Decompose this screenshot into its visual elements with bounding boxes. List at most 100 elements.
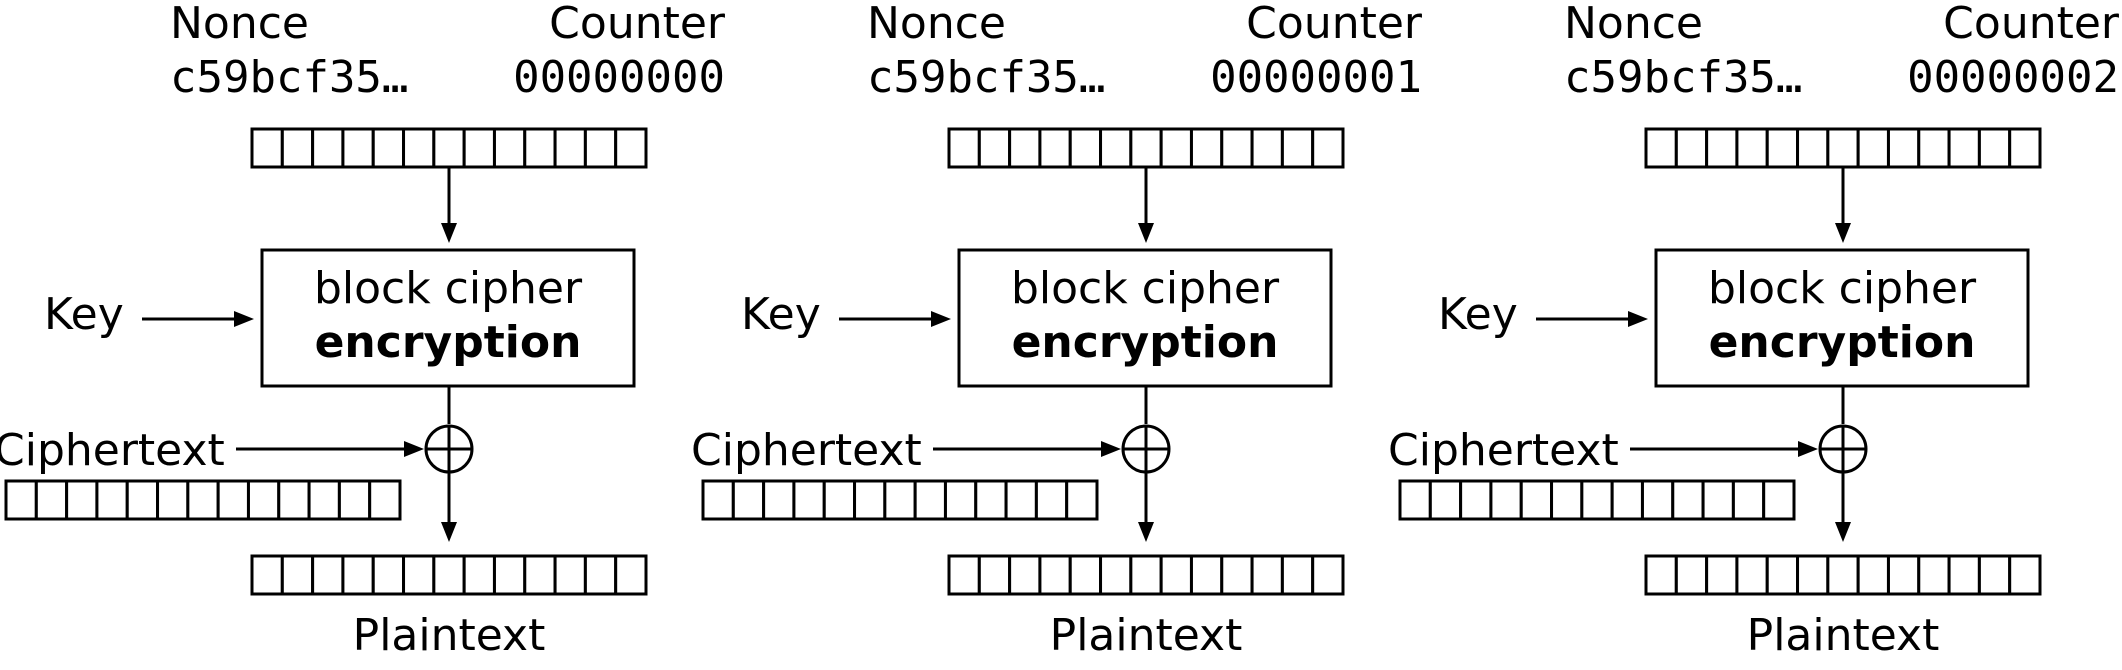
key-label: Key <box>44 289 124 340</box>
register-cell <box>1008 127 1042 169</box>
register-cell <box>277 479 311 521</box>
register-cell <box>1311 554 1345 596</box>
register-cell <box>1398 479 1432 521</box>
register-cell <box>4 479 38 521</box>
register-cell <box>1856 127 1890 169</box>
counter-label: Counter <box>1246 0 1423 49</box>
register-cell <box>341 127 375 169</box>
nonce-value: c59bcf35… <box>170 52 408 103</box>
register-cell <box>853 479 887 521</box>
key-label: Key <box>1438 289 1518 340</box>
register-cell <box>913 479 947 521</box>
register-cell <box>1796 554 1830 596</box>
plaintext-label: Plaintext <box>353 610 546 661</box>
register-cell <box>1947 127 1981 169</box>
register-cell <box>523 554 557 596</box>
register-cell <box>1765 554 1800 596</box>
key-label: Key <box>741 289 821 340</box>
nonce-label: Nonce <box>867 0 1006 49</box>
register-cell <box>402 127 436 169</box>
register-cell <box>1311 127 1345 169</box>
register-cell <box>1644 127 1678 169</box>
plaintext-label: Plaintext <box>1050 610 1243 661</box>
register-cell <box>1580 479 1614 521</box>
register-cell <box>1220 554 1254 596</box>
register-cell <box>614 127 648 169</box>
register-cell <box>311 127 345 169</box>
register-cell <box>1917 554 1951 596</box>
register-cell <box>731 479 766 521</box>
plaintext-register <box>250 554 648 596</box>
register-cell <box>1038 554 1072 596</box>
register-cell <box>125 479 160 521</box>
encryption-label: encryption <box>1709 317 1976 368</box>
ciphertext-register <box>4 479 402 521</box>
register-cell <box>1129 127 1163 169</box>
register-cell <box>462 554 496 596</box>
register-cell <box>553 554 587 596</box>
register-cell <box>1705 127 1739 169</box>
register-cell <box>1189 127 1224 169</box>
register-cell <box>1671 479 1705 521</box>
register-cell <box>1856 554 1890 596</box>
nonce-value: c59bcf35… <box>1564 52 1802 103</box>
nonce-counter-register <box>250 127 648 169</box>
register-cell <box>432 554 466 596</box>
register-cell <box>95 479 129 521</box>
ctr-stage: Nonce c59bcf35… Counter 00000001 block c… <box>691 0 1423 661</box>
arrowhead <box>1835 223 1851 243</box>
register-cell <box>250 127 284 169</box>
register-cell <box>583 554 618 596</box>
nonce-value: c59bcf35… <box>867 52 1105 103</box>
counter-value: 00000002 <box>1907 52 2119 103</box>
register-cell <box>1886 554 1921 596</box>
plaintext-arrowhead <box>441 522 457 542</box>
register-cell <box>280 554 315 596</box>
plaintext-register <box>1644 554 2042 596</box>
counter-label: Counter <box>549 0 726 49</box>
block-cipher-label: block cipher <box>1011 263 1280 314</box>
register-cell <box>65 479 99 521</box>
register-cell <box>822 479 857 521</box>
register-cell <box>311 554 345 596</box>
key-arrowhead <box>931 311 951 327</box>
register-cell <box>1489 479 1523 521</box>
register-cell <box>1159 127 1193 169</box>
register-cell <box>1640 479 1675 521</box>
register-cell <box>1550 479 1584 521</box>
plaintext-label: Plaintext <box>1747 610 1940 661</box>
register-cell <box>1519 479 1554 521</box>
register-cell <box>974 479 1008 521</box>
nonce-counter-register <box>947 127 1345 169</box>
register-cell <box>1610 479 1644 521</box>
register-cell <box>1099 127 1133 169</box>
register-cell <box>462 127 496 169</box>
register-cell <box>371 554 406 596</box>
register-cell <box>614 554 648 596</box>
ciphertext-arrowhead <box>1798 441 1818 457</box>
register-cell <box>1220 127 1254 169</box>
nonce-counter-register <box>1644 127 2042 169</box>
register-cell <box>368 479 402 521</box>
register-cell <box>1977 554 2012 596</box>
register-cell <box>1735 554 1769 596</box>
register-cell <box>307 479 341 521</box>
register-cell <box>583 127 618 169</box>
register-cell <box>341 554 375 596</box>
register-cell <box>1826 554 1860 596</box>
register-cell <box>947 127 981 169</box>
plaintext-register <box>947 554 1345 596</box>
counter-value: 00000000 <box>513 52 725 103</box>
register-cell <box>2008 554 2042 596</box>
arrowhead <box>441 223 457 243</box>
register-cell <box>1762 479 1796 521</box>
register-cell <box>762 479 796 521</box>
register-cell <box>1034 479 1069 521</box>
ctr-stage: Nonce c59bcf35… Counter 00000002 block c… <box>1388 0 2120 661</box>
register-cell <box>371 127 406 169</box>
register-cell <box>246 479 281 521</box>
ciphertext-arrowhead <box>1101 441 1121 457</box>
register-cell <box>1008 554 1042 596</box>
register-cell <box>1796 127 1830 169</box>
register-cell <box>977 127 1012 169</box>
